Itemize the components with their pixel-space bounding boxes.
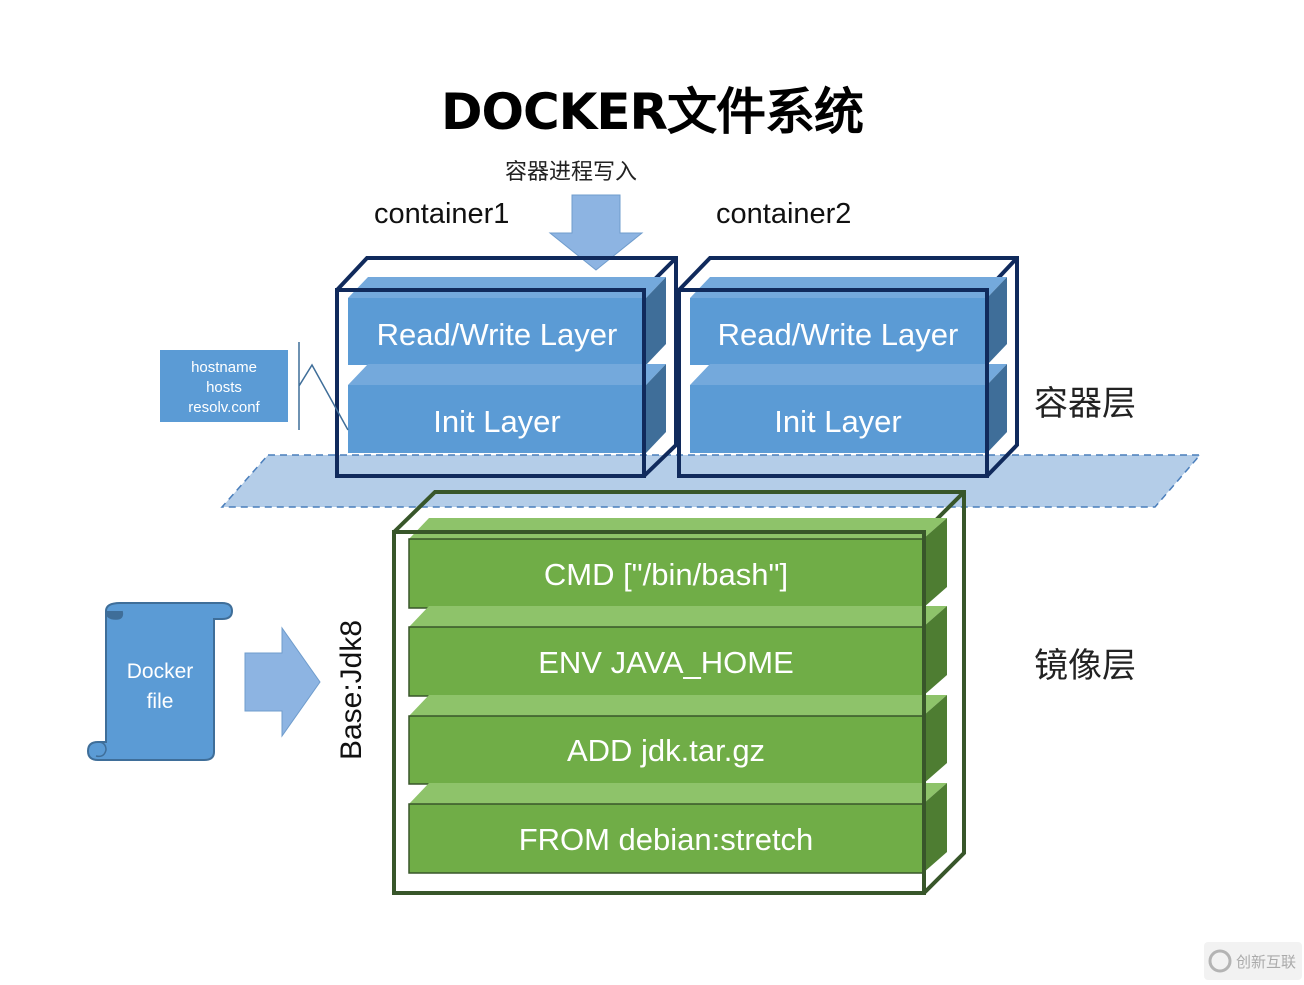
image-layer-cmd: CMD ["/bin/bash"]	[544, 557, 788, 592]
image-layer-add: ADD jdk.tar.gz	[567, 733, 765, 768]
write-arrow-icon	[548, 194, 644, 271]
container2-stack	[677, 256, 1019, 478]
build-arrow-icon	[244, 626, 321, 738]
container2-label: container2	[716, 198, 852, 230]
image-layer-label: 镜像层	[1034, 646, 1136, 686]
init-file-hostname: hostname	[191, 359, 257, 376]
image-stack	[392, 490, 966, 895]
container2-rw-layer-label: Read/Write Layer	[718, 317, 959, 352]
container1-label: container1	[374, 198, 510, 230]
container-plane	[220, 454, 1202, 508]
image-base-label: Base:Jdk8	[335, 620, 368, 760]
container1-stack	[335, 256, 678, 478]
init-files-callout	[160, 350, 288, 422]
image-layer-env: ENV JAVA_HOME	[538, 645, 794, 680]
container2-init-layer-label: Init Layer	[774, 404, 902, 439]
container-layer-label: 容器层	[1034, 384, 1136, 424]
process-write-label: 容器进程写入	[505, 160, 638, 185]
watermark: 创新互联	[1204, 942, 1302, 980]
image-layer-from: FROM debian:stretch	[519, 822, 814, 857]
dockerfile-label-line1: Docker	[127, 660, 194, 683]
container1-rw-layer-label: Read/Write Layer	[377, 317, 618, 352]
watermark-text: 创新互联	[1236, 954, 1296, 971]
callout-connector	[298, 342, 349, 431]
container1-init-layer-label: Init Layer	[433, 404, 561, 439]
init-file-resolv: resolv.conf	[188, 399, 260, 416]
dockerfile-label-line2: file	[147, 690, 174, 713]
dockerfile-scroll-icon	[86, 602, 234, 761]
init-file-hosts: hosts	[206, 379, 242, 396]
diagram-title: DOCKER文件系统	[440, 83, 864, 141]
